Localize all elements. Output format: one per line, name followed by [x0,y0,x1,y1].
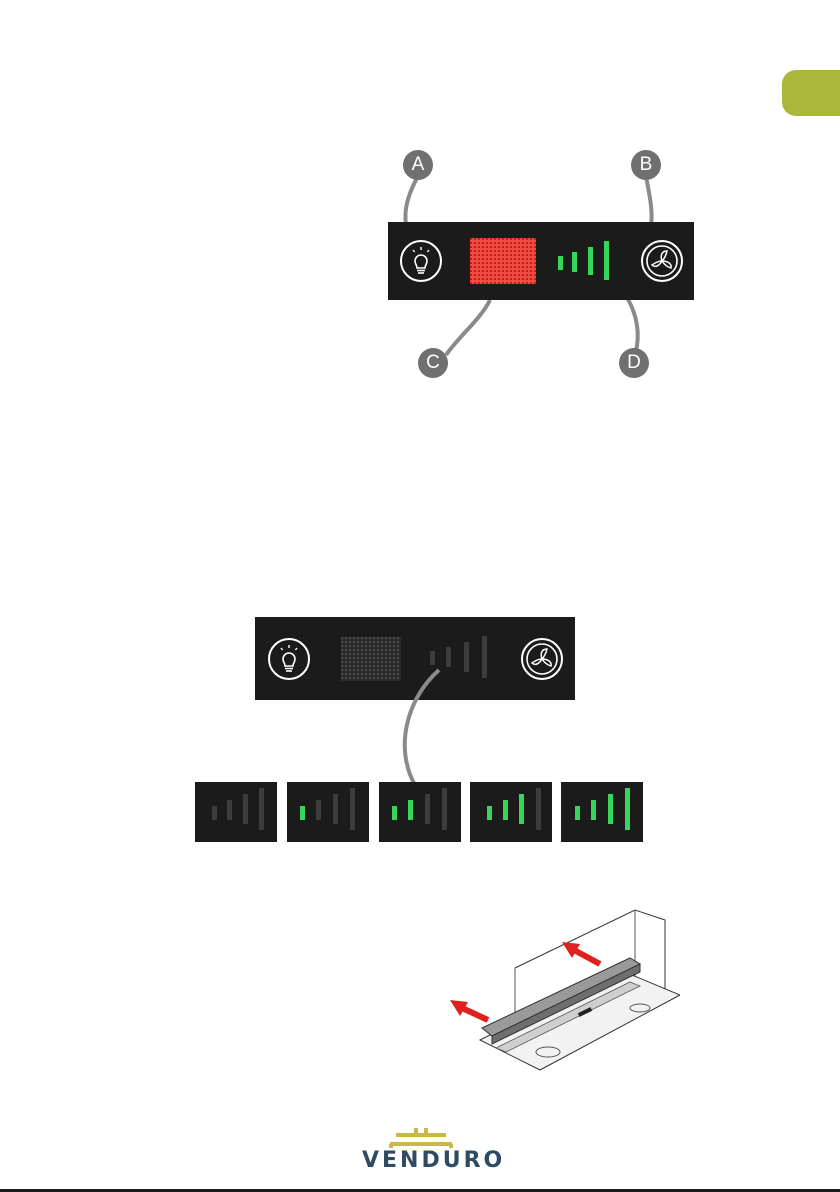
callout-c: C [418,348,448,378]
speed-level-0 [195,782,277,842]
fan-icon[interactable] [640,239,684,283]
speed-level-3 [470,782,552,842]
fan-icon[interactable] [520,637,564,681]
speed-level-1 [287,782,369,842]
callout-b: B [631,150,661,180]
grid-display-icon [341,637,401,681]
arrow-icon [448,928,608,1028]
speed-connector-line [395,660,455,790]
control-panel-top [388,222,694,300]
speed-level-4 [561,782,643,842]
light-bulb-icon[interactable] [267,637,311,681]
brand-logo: VENDURO [362,1148,478,1173]
light-bulb-icon[interactable] [399,239,443,283]
logo-hood-mark-icon [388,1127,454,1149]
speed-bars-icon [556,244,616,284]
callout-a: A [403,150,433,180]
grid-display-icon [470,238,536,284]
grid-display-active [470,238,536,284]
speed-level-2 [379,782,461,842]
section-tab [782,70,840,116]
callout-d: D [619,348,649,378]
